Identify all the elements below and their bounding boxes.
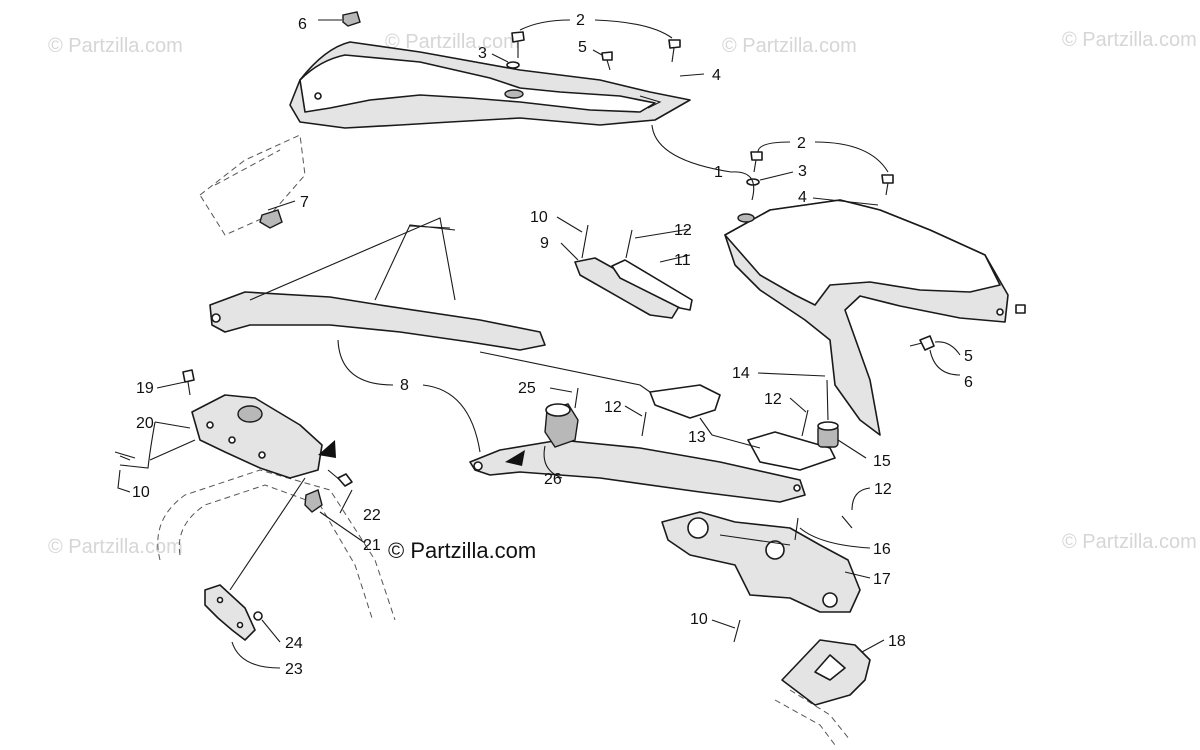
watermark-layer: © Partzilla.com © Partzilla.com © Partzi…: [48, 29, 1197, 558]
part-18-plate: [781, 639, 871, 706]
callout-12: 12: [604, 399, 622, 416]
callout-9: 9: [540, 235, 549, 252]
callout-6: 6: [964, 374, 973, 391]
callout-11: 11: [674, 252, 691, 269]
partzilla-watermark: © Partzilla.com: [388, 538, 536, 563]
callout-10: 10: [690, 611, 708, 628]
callout-14: 14: [732, 365, 750, 382]
watermark: © Partzilla.com: [1062, 29, 1197, 51]
part-1-right-panel: [724, 199, 1009, 436]
callout-3: 3: [478, 45, 487, 62]
callout-12: 12: [764, 391, 782, 408]
callout-5: 5: [578, 39, 587, 56]
callout-labels: 6 2 3 5 4 1 2 3 4 5 6 7 8 9 10 10 10 11 …: [132, 12, 973, 678]
part-15-mount: [817, 421, 839, 448]
callout-5: 5: [964, 348, 973, 365]
callout-4: 4: [798, 189, 807, 206]
callout-26: 26: [544, 471, 562, 488]
part-23-plate: [204, 584, 256, 641]
part-20-bracket: [191, 394, 336, 479]
watermark: © Partzilla.com: [48, 35, 183, 57]
part-8-rail: [209, 217, 546, 351]
part-26-bushing: [544, 403, 579, 448]
callout-24: 24: [285, 635, 303, 652]
callout-8: 8: [400, 377, 409, 394]
callout-23: 23: [285, 661, 303, 678]
part-17-plate: [661, 511, 861, 613]
part-1-left-panel: [289, 41, 691, 129]
frame-outline: [157, 134, 851, 746]
callout-12: 12: [674, 222, 692, 239]
leader-lines: [117, 19, 961, 669]
callout-10: 10: [530, 209, 548, 226]
callout-18: 18: [888, 633, 906, 650]
callout-3: 3: [798, 163, 807, 180]
watermark: © Partzilla.com: [385, 31, 520, 53]
callout-25: 25: [518, 380, 536, 397]
callout-21: 21: [363, 537, 381, 554]
callout-10: 10: [132, 484, 150, 501]
callout-17: 17: [873, 571, 891, 588]
callout-7: 7: [300, 194, 309, 211]
callout-13: 13: [688, 429, 706, 446]
direction-arrow-icon: [505, 450, 525, 466]
callout-19: 19: [136, 380, 154, 397]
part-21-clip: [304, 489, 323, 513]
callout-4: 4: [712, 67, 721, 84]
callout-20: 20: [136, 415, 154, 432]
callout-15: 15: [873, 453, 891, 470]
callout-12: 12: [874, 481, 892, 498]
watermark: © Partzilla.com: [1062, 531, 1197, 553]
part-9-11-strips: [574, 257, 693, 319]
callout-6: 6: [298, 16, 307, 33]
part-13-rail: [469, 351, 836, 503]
callout-22: 22: [363, 507, 381, 524]
callout-16: 16: [873, 541, 891, 558]
callout-1: 1: [714, 164, 723, 181]
part-7-nut: [259, 209, 283, 229]
watermark: © Partzilla.com: [48, 536, 183, 558]
watermark: © Partzilla.com: [722, 35, 857, 57]
callout-2: 2: [797, 135, 806, 152]
callout-2: 2: [576, 12, 585, 29]
